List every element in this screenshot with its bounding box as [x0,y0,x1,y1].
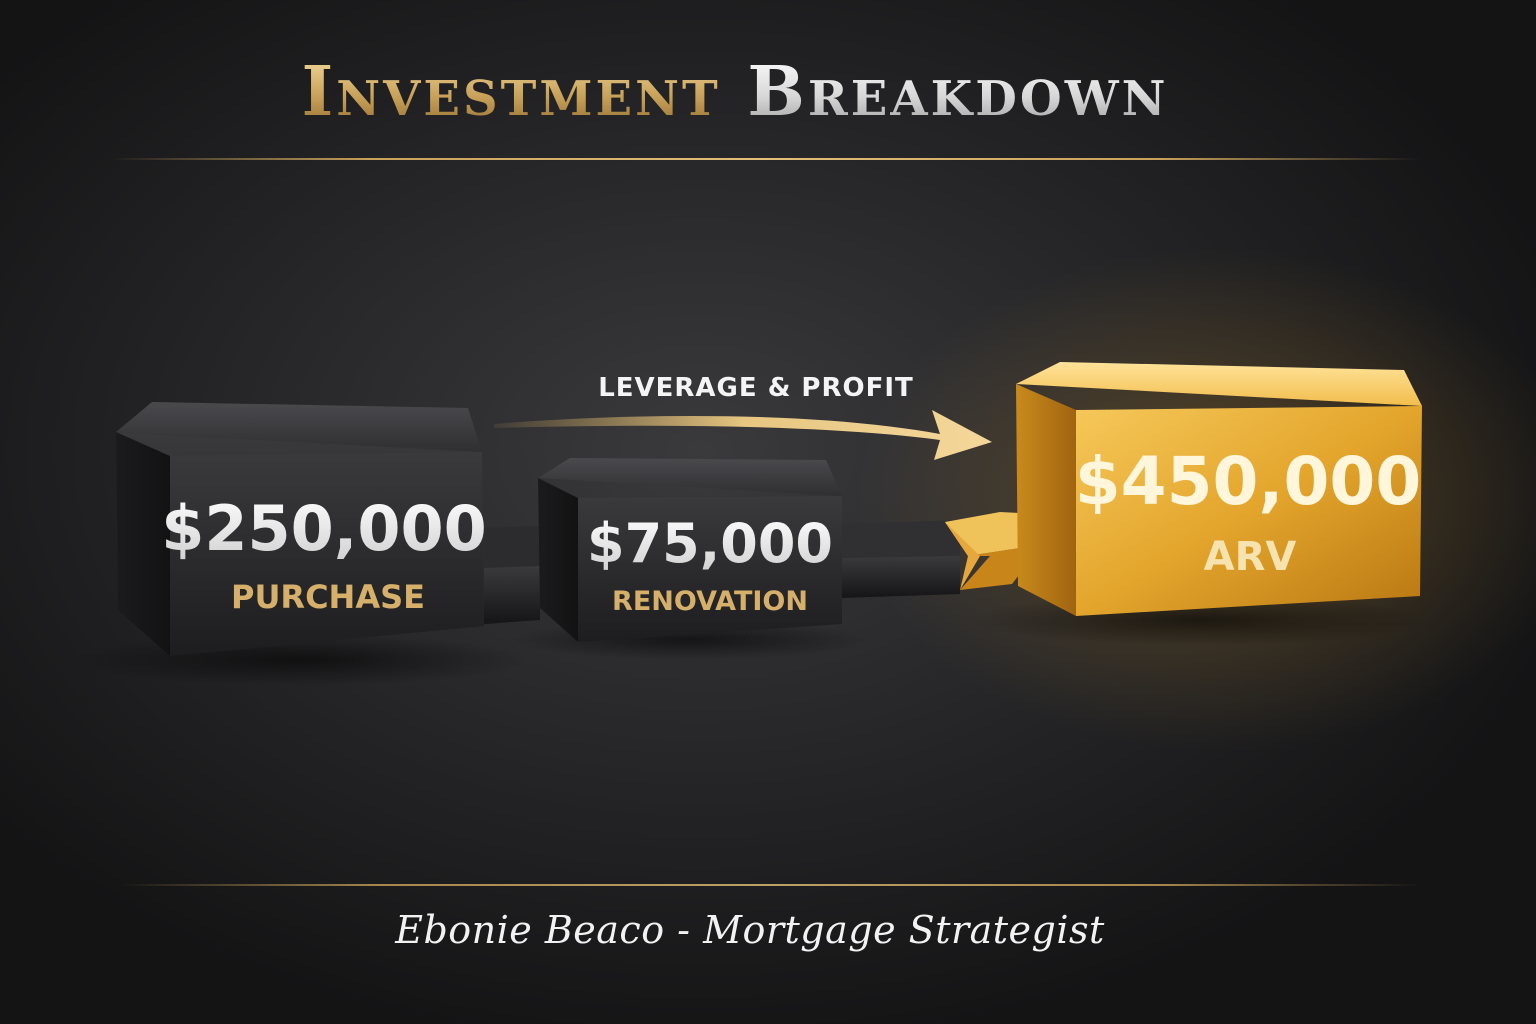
renovation-label: RENOVATION [612,586,808,617]
purchase-label: PURCHASE [231,578,425,616]
arrow-label: LEVERAGE & PROFIT [598,373,914,403]
connector-beam-1 [484,526,540,624]
page-title: Investment Breakdown [0,58,1470,126]
title-divider [110,158,1420,160]
title-word-breakdown: Breakdown [747,52,1169,132]
block-purchase: $250,000 PURCHASE [116,402,487,656]
connector-beam-2 [842,520,960,598]
leverage-arrow [494,410,992,460]
purchase-amount: $250,000 [161,492,487,565]
arv-label: ARV [1204,534,1297,580]
block-arv: $450,000 ARV [1016,362,1422,616]
arv-amount: $450,000 [1075,443,1422,520]
footer-signature: Ebonie Beaco - Mortgage Strategist [395,908,1105,952]
title-word-investment: Investment [301,52,721,132]
renovation-amount: $75,000 [587,512,833,575]
footer-divider [120,884,1420,886]
block-renovation: $75,000 RENOVATION [538,458,842,642]
